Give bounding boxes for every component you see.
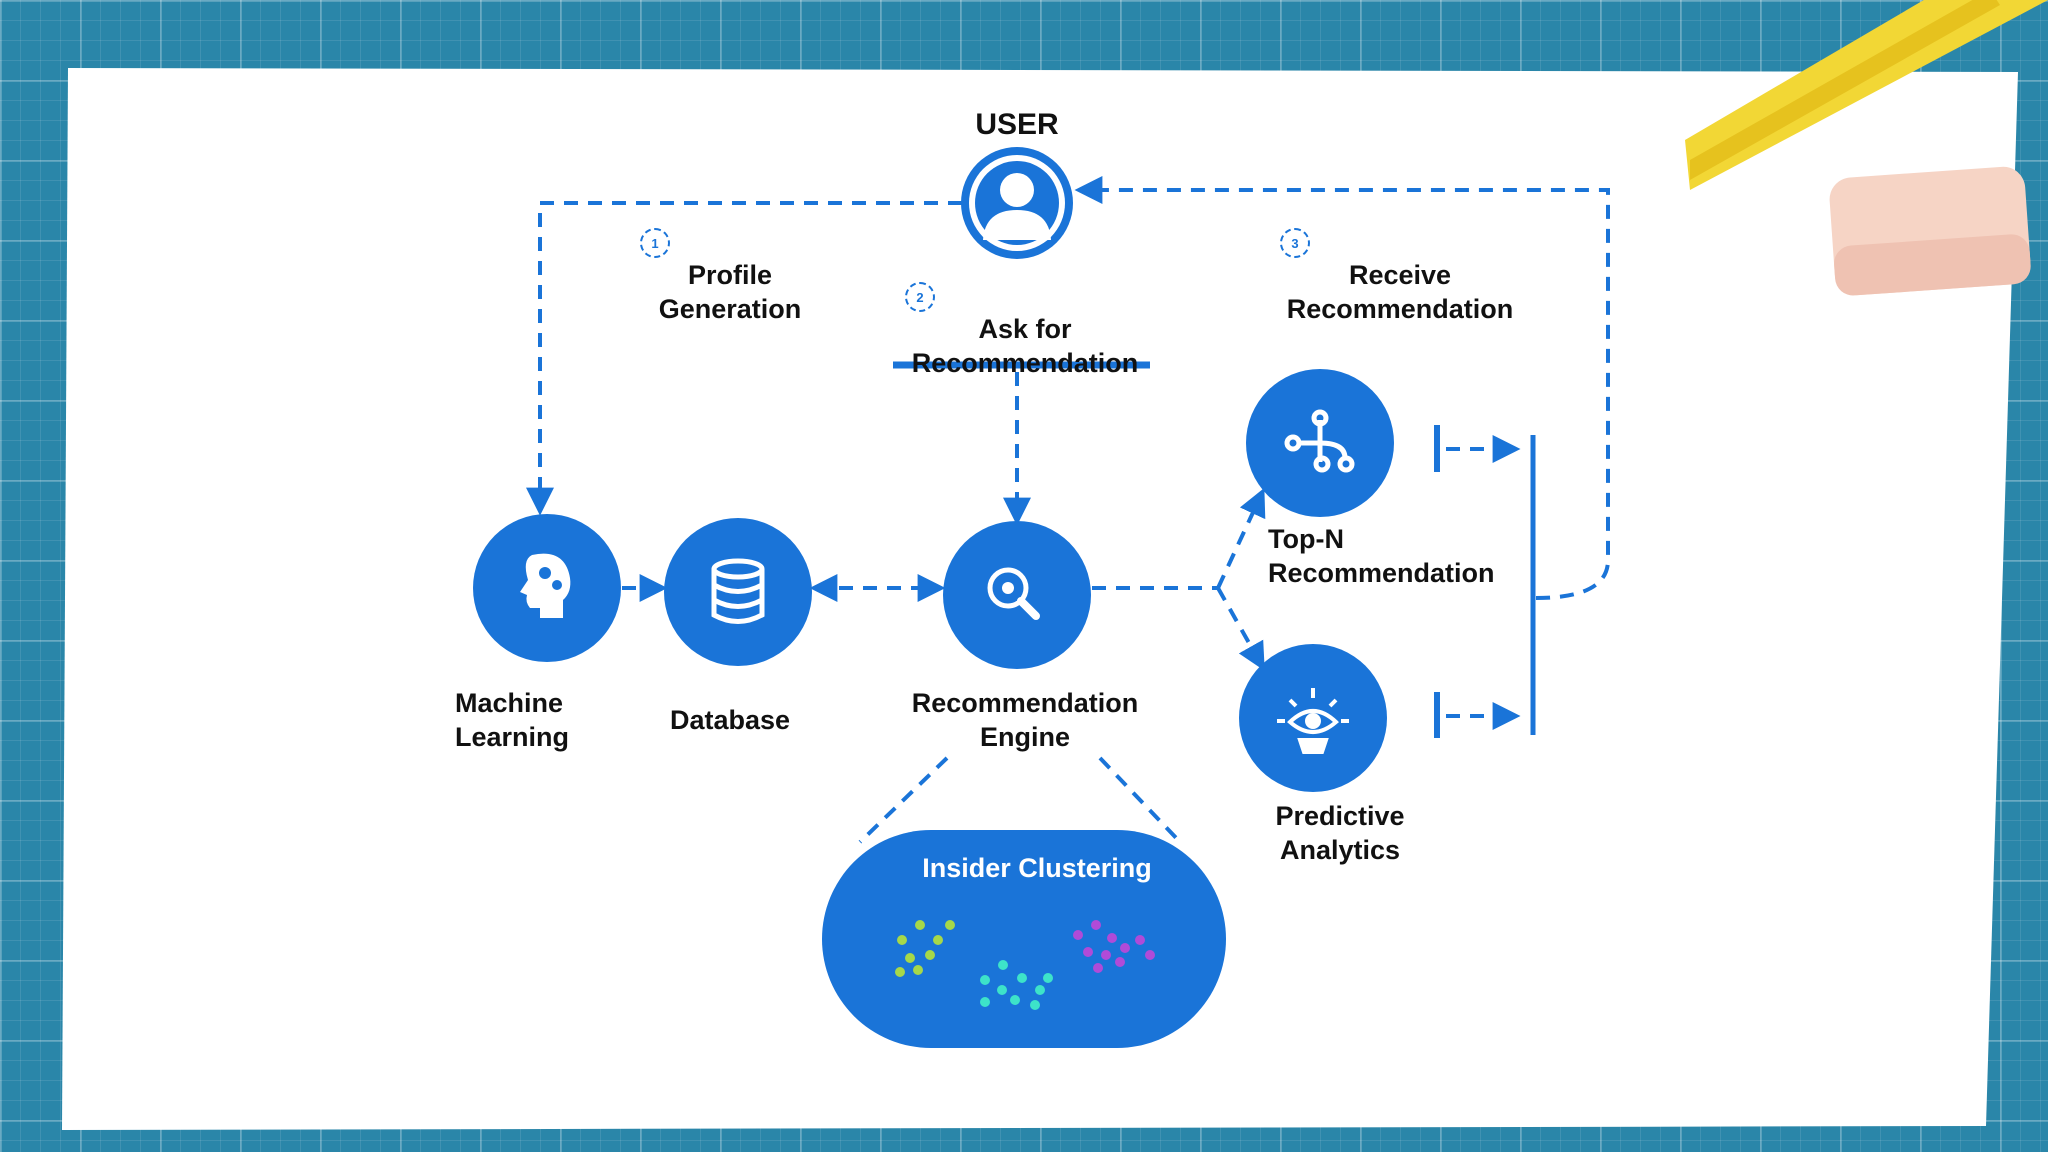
cyan-cluster — [980, 960, 1053, 1010]
user-icon — [983, 173, 1051, 240]
eraser-icon — [1829, 166, 2031, 296]
brain-gears-icon — [520, 553, 571, 618]
engine-label: Recommendation Engine — [911, 688, 1139, 752]
predictive-label: Predictive Analytics — [1275, 801, 1405, 865]
green-cluster — [895, 920, 955, 977]
fork-to-predictive — [1216, 587, 1265, 671]
machine-learning-label: Machine Learning — [455, 688, 570, 752]
step-3-line1: Receive — [1348, 260, 1452, 290]
database-node — [664, 518, 812, 666]
engine-cluster-right-connector — [1098, 756, 1182, 844]
step-2-line1: Ask for — [978, 314, 1072, 344]
step-3-badge: 3 — [1280, 228, 1310, 258]
step-3-line2: Recommendation — [1286, 294, 1514, 324]
purple-cluster — [1073, 920, 1155, 973]
predictive-node — [1239, 644, 1387, 792]
step-1-line1: Profile — [687, 260, 773, 290]
profile-generation-connector — [526, 201, 962, 516]
user-node — [961, 147, 1073, 259]
machine-learning-node — [473, 514, 621, 662]
top-n-label: Top-N Recommendation — [1268, 524, 1495, 588]
engine-cluster-left-connector — [858, 756, 949, 844]
top-n-node — [1246, 369, 1394, 517]
pencil-icon — [1685, 0, 2048, 190]
insider-clustering-blob — [822, 830, 1226, 1048]
database-label: Database — [669, 705, 791, 735]
magnifier-gear-icon — [987, 567, 1040, 620]
fork-to-topn — [1216, 487, 1266, 589]
user-title: USER — [975, 108, 1059, 141]
step-2-line2: Recommendation — [911, 348, 1139, 378]
network-nodes-icon — [1284, 409, 1355, 473]
eye-bulb-icon — [1277, 688, 1349, 754]
step-1-badge: 1 — [640, 228, 670, 258]
step-1-line2: Generation — [658, 294, 802, 324]
step-2-badge: 2 — [905, 282, 935, 312]
insider-clustering-title: Insider Clustering — [922, 853, 1152, 883]
database-icon — [711, 558, 765, 624]
engine-node — [943, 521, 1091, 669]
